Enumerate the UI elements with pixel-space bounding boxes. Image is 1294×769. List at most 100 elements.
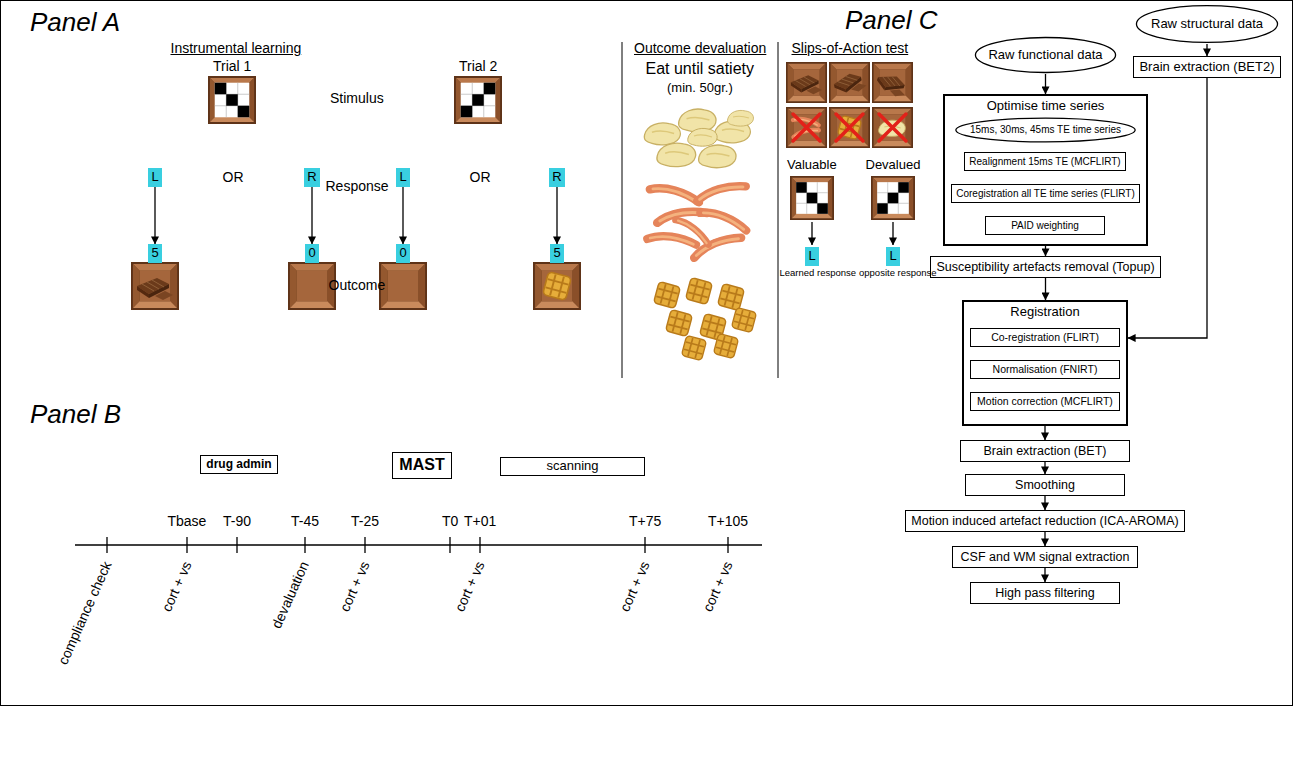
instruction-text: Eat until satiety <box>646 60 755 78</box>
time-point: T+75 <box>629 513 661 529</box>
chip <box>657 143 696 166</box>
chip <box>728 110 754 126</box>
phase-box: scanning <box>500 457 645 476</box>
node-text: PAID weighting <box>1011 220 1079 232</box>
stimulus-box <box>454 76 502 124</box>
stimulus-box <box>208 76 256 124</box>
chocolate <box>137 278 173 300</box>
stimulus-box <box>871 176 915 220</box>
flow-arrow <box>402 187 403 244</box>
time-point: T-90 <box>223 513 251 529</box>
node-text: Realignment 15ms TE (MCFLIRT) <box>969 156 1120 168</box>
node-text: Raw functional data <box>988 48 1102 63</box>
waffle-snack <box>666 310 693 337</box>
outcome-box <box>533 262 581 310</box>
timeline-ticks <box>107 537 728 553</box>
or-label: OR <box>470 169 491 185</box>
process-box: Brain extraction (BET) <box>960 440 1130 462</box>
process-box: Brain extraction (BET2) <box>1133 56 1281 78</box>
ellipse-shape <box>975 38 1115 73</box>
process-box: Coregistration all TE time series (FLIRT… <box>951 184 1140 203</box>
response-key: L <box>396 168 410 187</box>
tick <box>479 537 480 553</box>
instruction-text: (min. 50gr.) <box>667 81 733 96</box>
trial-label: Trial 1 <box>213 58 251 74</box>
tick <box>186 537 187 553</box>
node-text: Raw structural data <box>1151 17 1263 32</box>
time-point: T0 <box>442 513 458 529</box>
timeline-event: cort + vs <box>699 559 735 614</box>
flow-arrow <box>556 187 557 244</box>
node-text: Co-registration (FLIRT) <box>991 331 1099 343</box>
node-text: Optimise time series <box>987 99 1105 114</box>
panel-label: Panel B <box>30 400 121 430</box>
food-box <box>872 107 913 148</box>
chocolate <box>874 71 910 100</box>
process-box: Co-registration (FLIRT) <box>970 328 1120 347</box>
waffle-snack <box>681 335 706 360</box>
chocolate <box>791 75 822 94</box>
node-text: CSF and WM signal extraction <box>961 550 1130 564</box>
food-box <box>786 107 827 148</box>
chip <box>688 128 717 146</box>
node-text: 0 <box>399 246 406 261</box>
node-text: Susceptibility artefacts removal (Topup) <box>936 260 1154 274</box>
row-label: Stimulus <box>330 90 384 106</box>
food-box <box>829 62 870 103</box>
phase-box: drug admin <box>200 455 278 474</box>
waffle-snack <box>731 307 756 332</box>
row-label: Response <box>326 178 389 194</box>
outcome-points: 5 <box>148 244 162 263</box>
panel-label: Panel C <box>845 6 938 36</box>
timeline-event: cort + vs <box>616 559 652 614</box>
node-text: MAST <box>399 456 444 474</box>
data-ellipse: Raw structural data <box>1135 4 1279 44</box>
chip <box>644 123 680 145</box>
condition-label: Valuable <box>787 158 837 173</box>
timeline-event: cort + vs <box>451 559 487 614</box>
cross-marks <box>793 114 906 141</box>
node-text: 5 <box>553 246 560 261</box>
waffles-pile <box>654 278 757 361</box>
outcome-box <box>379 262 427 310</box>
time-point: T+105 <box>708 513 748 529</box>
tick <box>727 537 728 553</box>
data-ellipse: Raw functional data <box>974 36 1117 74</box>
figure-frame <box>1 1 1293 706</box>
data-ellipse: 15ms, 30ms, 45ms TE time series <box>954 117 1137 143</box>
tick <box>364 537 365 553</box>
tick <box>106 537 107 553</box>
response-caption: opposite response <box>859 268 937 279</box>
red-cross <box>836 114 863 141</box>
node-text: Motion induced artefact reduction (ICA-A… <box>911 514 1178 528</box>
ellipse-shape <box>1136 6 1277 43</box>
flow-arrow <box>1206 44 1207 56</box>
process-group: RegistrationCo-registration (FLIRT)Norma… <box>962 300 1128 426</box>
flow-arrow <box>1045 246 1046 256</box>
timeline-event: compliance check <box>55 559 115 667</box>
chip <box>699 145 736 168</box>
node-text: 15ms, 30ms, 45ms TE time series <box>970 124 1121 136</box>
node-text: R <box>552 170 561 185</box>
time-point: Tbase <box>168 513 207 529</box>
node-text: L <box>399 170 406 185</box>
waffle-snack <box>654 282 681 309</box>
node-text: Smoothing <box>1015 478 1075 492</box>
flow-arrow <box>1045 278 1046 300</box>
section-divider <box>622 42 623 378</box>
node-text: Brain extraction (BET2) <box>1139 60 1274 75</box>
stick <box>696 183 747 202</box>
node-text: scanning <box>546 459 598 474</box>
process-box: Realignment 15ms TE (MCFLIRT) <box>964 152 1126 171</box>
node-text: L <box>151 170 158 185</box>
stick <box>647 232 696 247</box>
waffle-snack <box>686 278 713 305</box>
process-box: Motion induced artefact reduction (ICA-A… <box>905 510 1185 532</box>
stick <box>650 183 700 205</box>
node-text: High pass filtering <box>995 586 1094 600</box>
outcome-points: 0 <box>396 244 410 263</box>
response-key: L <box>805 247 819 266</box>
process-box: Normalisation (FNIRT) <box>970 360 1120 379</box>
food-box <box>786 62 827 103</box>
